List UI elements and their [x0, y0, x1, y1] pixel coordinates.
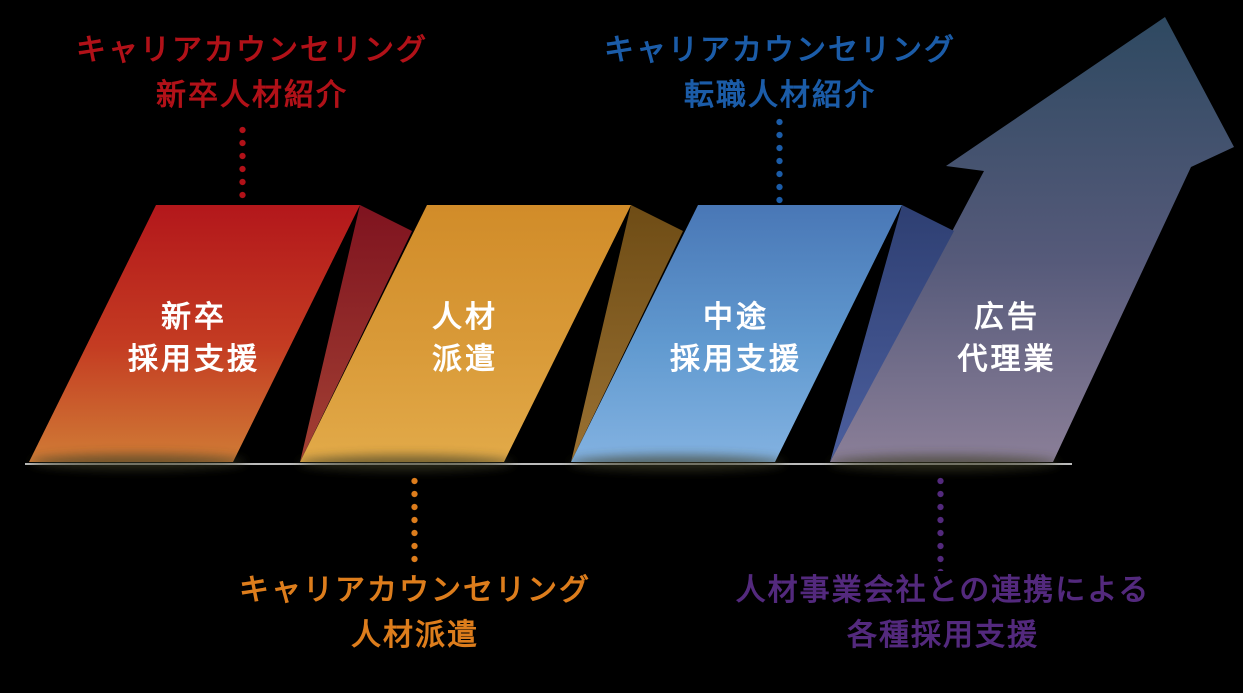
panel-label-line: 派遣 [432, 343, 498, 376]
callout-line: キャリアカウンセリング [239, 574, 591, 607]
panel-label-line: 新卒 [161, 301, 227, 334]
callout-career-counseling-newgrad: キャリアカウンセリング 新卒人材紹介 [76, 28, 428, 118]
blue-panel-face [571, 205, 902, 462]
dotted-connector-red [239, 126, 246, 202]
callout-line: キャリアカウンセリング [76, 34, 428, 67]
panel-label-staffing: 人材 派遣 [432, 297, 498, 381]
panel-label-line: 人材 [432, 301, 498, 334]
dotted-connector-purple [937, 477, 944, 571]
callout-line: 人材事業会社との連携による [735, 574, 1151, 607]
dotted-connector-orange [411, 477, 418, 565]
panel-label-line: 中途 [703, 301, 769, 334]
red-panel-face [29, 205, 360, 462]
callout-career-counseling-jobchange: キャリアカウンセリング 転職人材紹介 [604, 28, 956, 118]
callout-line: 各種採用支援 [847, 619, 1039, 652]
callout-line: キャリアカウンセリング [604, 34, 956, 67]
callout-line: 新卒人材紹介 [156, 79, 348, 112]
panel-label-line: 代理業 [957, 343, 1057, 376]
ground-shadows [30, 454, 1059, 471]
panel-label-line: 採用支援 [128, 343, 260, 376]
orange-panel-face [300, 205, 631, 462]
panel-label-mid-career: 中途 採用支援 [670, 297, 802, 381]
blue-panel-fold [830, 205, 954, 462]
panel-label-advertising: 広告 代理業 [958, 297, 1057, 381]
callout-career-counseling-staffing: キャリアカウンセリング 人材派遣 [239, 568, 591, 658]
orange-panel-fold [571, 205, 683, 462]
panel-label-line: 広告 [974, 301, 1040, 334]
callout-line: 人材派遣 [351, 619, 479, 652]
dotted-connector-blue [776, 118, 783, 204]
panel-label-line: 採用支援 [670, 343, 802, 376]
panel-label-new-grad: 新卒 採用支援 [128, 297, 260, 381]
red-panel-fold [300, 205, 412, 462]
callout-line: 転職人材紹介 [684, 79, 876, 112]
arrow-panel-shape [830, 17, 1234, 462]
callout-hr-partnership-support: 人材事業会社との連携による 各種採用支援 [736, 568, 1151, 658]
